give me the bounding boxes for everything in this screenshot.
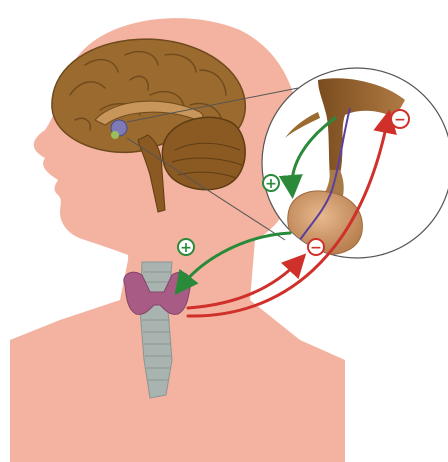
- cerebellum: [162, 117, 245, 189]
- plus-circle-icon: +: [178, 239, 194, 256]
- pituitary-plus-label: +: [265, 176, 277, 192]
- minus-circle-icon: −: [308, 239, 324, 256]
- plus-circle-icon: +: [263, 175, 279, 192]
- thyroid-plus-label: +: [180, 240, 192, 256]
- pituitary-small: [111, 131, 119, 139]
- pituitary-minus-label: −: [310, 240, 322, 256]
- hypothalamus-minus-label: −: [394, 112, 406, 128]
- zoom-circle: [262, 68, 448, 258]
- minus-circle-icon: −: [391, 110, 409, 128]
